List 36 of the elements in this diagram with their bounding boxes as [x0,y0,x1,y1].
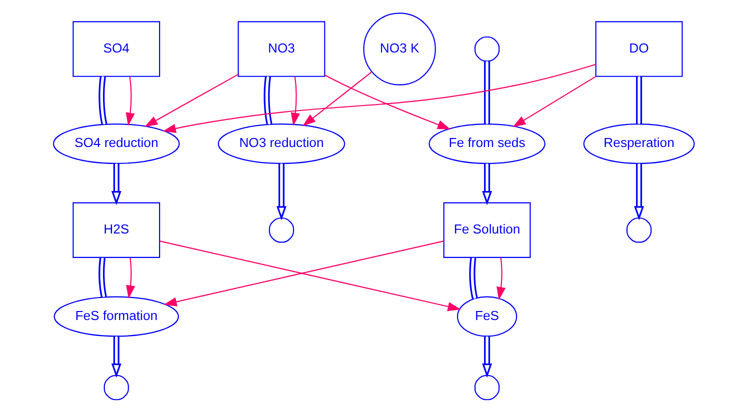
arrow [482,163,492,205]
node-cloud [268,217,294,242]
arrow [634,163,644,220]
node-cloud [626,217,652,242]
node-ellipse: FeS [456,296,518,336]
connector [264,76,272,124]
arrow [162,63,596,132]
arrow [111,163,122,205]
node-box: Fe Solution [443,202,531,258]
connector [98,257,107,298]
connector [98,76,108,124]
arrow [126,257,136,298]
node-cloud [104,374,129,400]
node-box: SO4 [72,20,160,76]
node-ellipse: NO3 reduction [218,123,346,164]
arrow [111,336,122,378]
node-cloud [474,374,500,400]
arrow [144,73,238,126]
node-box: H2S [72,202,160,258]
node-ellipse: Fe from seds [428,123,546,164]
arrow [126,76,135,126]
arrow [324,74,451,129]
arrow [276,163,286,220]
connector [636,76,642,124]
node-circle: NO3 K [363,12,436,85]
node-box: NO3 [238,20,326,76]
connector [469,257,478,299]
arrow [302,70,372,126]
arrow [290,76,300,126]
node-cloud [474,36,500,62]
arrow [482,336,492,378]
connector [484,60,490,124]
node-ellipse: Resperation [583,123,695,164]
node-box: DO [595,20,683,76]
arrow [512,75,596,127]
arrow [496,257,506,300]
